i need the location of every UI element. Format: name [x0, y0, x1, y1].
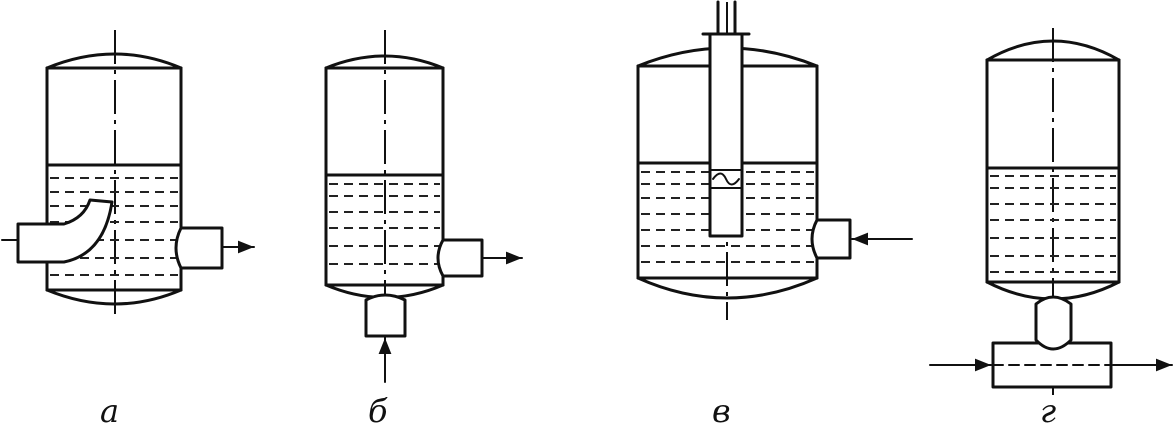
vessel-a-curved-inlet-pipe — [16, 198, 114, 264]
vessel-v-nozzle-orifice-icon — [712, 172, 740, 186]
vessel-b-bottom-inlet-nozzle — [364, 293, 407, 338]
vessel-b-liquid — [324, 173, 445, 265]
vessel-b-side-outlet-nozzle — [436, 238, 484, 278]
vessel-v-side-inlet-nozzle — [810, 218, 852, 260]
vessel-v-dip-tube — [701, 0, 751, 238]
vessel-b: б — [324, 30, 523, 430]
vessel-v-bottom-dome — [636, 276, 819, 300]
vessel-g: г — [929, 28, 1173, 430]
vessel-a: а — [1, 30, 255, 430]
vessel-v: в — [636, 0, 913, 430]
vessel-g-top-dome — [985, 39, 1121, 62]
vessel-a-top-dome — [45, 52, 183, 70]
figure-label-v: в — [712, 392, 731, 430]
vessel-g-bottom-riser-nozzle — [1034, 295, 1073, 351]
vessel-a-outlet-nozzle — [174, 226, 224, 270]
figure-label-a: а — [100, 392, 119, 430]
figure-label-b: б — [368, 392, 388, 430]
vessel-a-bottom-dome — [45, 288, 183, 306]
vessel-b-top-dome — [324, 54, 445, 70]
vessel-g-liquid — [985, 166, 1121, 273]
figure-label-g: г — [1040, 392, 1056, 430]
